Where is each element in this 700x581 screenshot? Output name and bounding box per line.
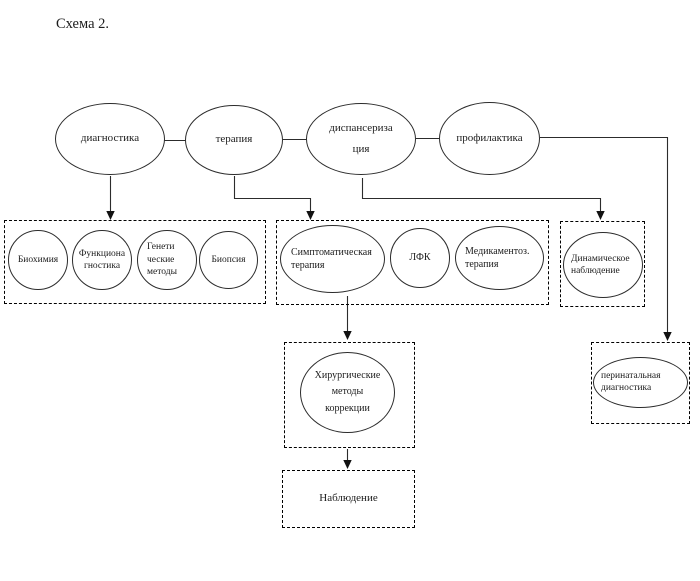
arrowhead — [343, 460, 352, 469]
node-functional-diagnostics: Функциона гностика — [72, 230, 132, 290]
arrowhead — [306, 211, 315, 220]
arrowhead — [343, 331, 352, 340]
arrowhead — [106, 211, 115, 220]
group-therapy-methods — [276, 220, 549, 305]
node-prevention: профилактика — [439, 102, 540, 175]
node-biochemistry: Биохимия — [8, 230, 68, 290]
node-lfk: ЛФК — [390, 228, 450, 288]
group-diagnostics-methods — [4, 220, 266, 304]
node-symptomatic-therapy: Симптоматическая терапия — [280, 225, 385, 293]
group-dispensary-methods — [560, 221, 645, 307]
node-medication-therapy: Медикаментоз. терапия — [455, 226, 544, 290]
node-diagnostics: диагностика — [55, 103, 165, 175]
connector-dispensary-group — [361, 178, 602, 212]
group-surgery — [284, 342, 415, 448]
group-perinatal — [591, 342, 690, 424]
arrowhead — [663, 332, 672, 341]
connector-therapy-group — [233, 176, 312, 212]
node-dispensary: диспансериза ция — [306, 103, 416, 175]
node-biopsy: Биопсия — [199, 231, 258, 289]
node-perinatal-diagnostics: перинатальная диагностика — [593, 357, 688, 408]
node-dynamic-observation: Динамическое наблюдение — [563, 232, 643, 298]
arrowhead — [596, 211, 605, 220]
node-therapy: терапия — [185, 105, 283, 175]
node-surgical-correction: Хирургические методы коррекции — [300, 352, 395, 433]
page-title: Схема 2. — [56, 16, 110, 32]
node-genetic-methods: Генети ческие методы — [137, 230, 197, 290]
node-observation: Наблюдение — [282, 470, 415, 528]
